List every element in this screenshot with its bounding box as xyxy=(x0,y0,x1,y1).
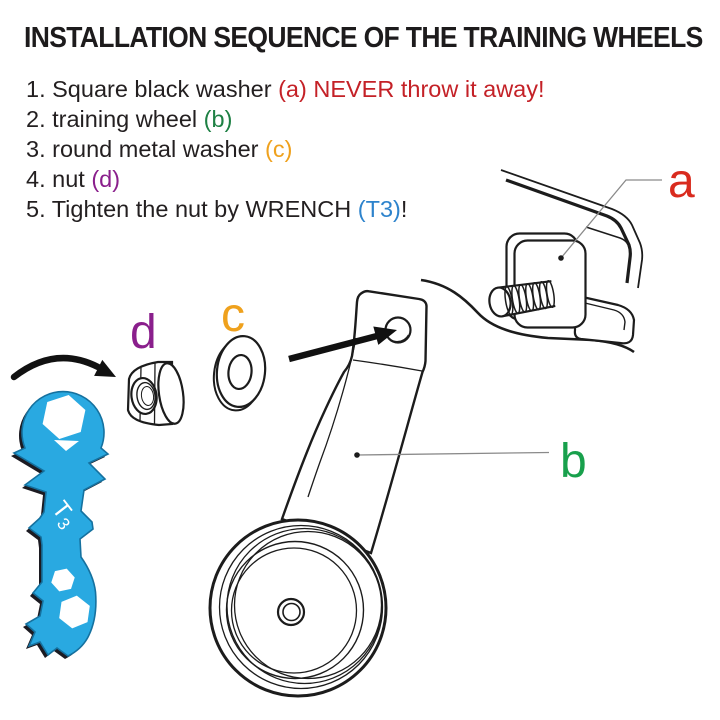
step-segment: 1. Square black washer xyxy=(26,76,279,102)
step-item: 5. Tighten the nut by WRENCH (T3)! xyxy=(26,194,545,224)
step-item: 1. Square black washer (a) NEVER throw i… xyxy=(26,74,545,104)
square-washer-a: a xyxy=(488,155,695,329)
training-wheel xyxy=(208,518,388,698)
label-a: a xyxy=(668,155,695,208)
step-segment: 4. nut xyxy=(26,166,92,192)
step-segment: 5. Tighten the nut by WRENCH xyxy=(26,196,358,222)
leader-line-a xyxy=(558,179,662,261)
insert-arrow-icon xyxy=(288,326,397,363)
step-segment: (d) xyxy=(91,166,121,192)
wrench-hex-hole-large-top xyxy=(42,394,86,440)
step-segment: 2. training wheel xyxy=(26,106,204,132)
step-segment: (T3) xyxy=(357,196,401,222)
nut-d xyxy=(126,360,185,427)
label-b: b xyxy=(560,435,587,488)
bike-frame-fork xyxy=(420,169,644,354)
step-segment: ! xyxy=(400,196,408,222)
wrench-body xyxy=(12,390,110,657)
step-item: 2. training wheel (b) xyxy=(26,104,545,134)
wrench-hex-hole-bottom xyxy=(59,595,90,629)
label-c: c xyxy=(221,289,245,342)
rotate-arrow-icon xyxy=(10,354,116,381)
leader-line-b xyxy=(354,451,550,458)
step-item: 3. round metal washer (c) xyxy=(26,134,545,164)
label-d: d xyxy=(130,306,157,359)
round-washer-c xyxy=(212,335,267,412)
bolt-thread xyxy=(488,280,556,318)
step-segment: (a) NEVER throw it away! xyxy=(278,76,545,102)
steps-list: 1. Square black washer (a) NEVER throw i… xyxy=(26,74,545,224)
bracket-arm-b xyxy=(280,289,428,555)
step-segment: (c) xyxy=(265,136,293,162)
wrench-hex-hole-small xyxy=(51,568,75,592)
step-segment: (b) xyxy=(203,106,233,132)
wrench-jaw-notch xyxy=(54,440,79,451)
page-title: INSTALLATION SEQUENCE OF THE TRAINING WH… xyxy=(24,22,703,54)
step-item: 4. nut (d) xyxy=(26,164,545,194)
step-segment: 3. round metal washer xyxy=(26,136,266,162)
wrench-t3: T3 xyxy=(10,354,116,659)
